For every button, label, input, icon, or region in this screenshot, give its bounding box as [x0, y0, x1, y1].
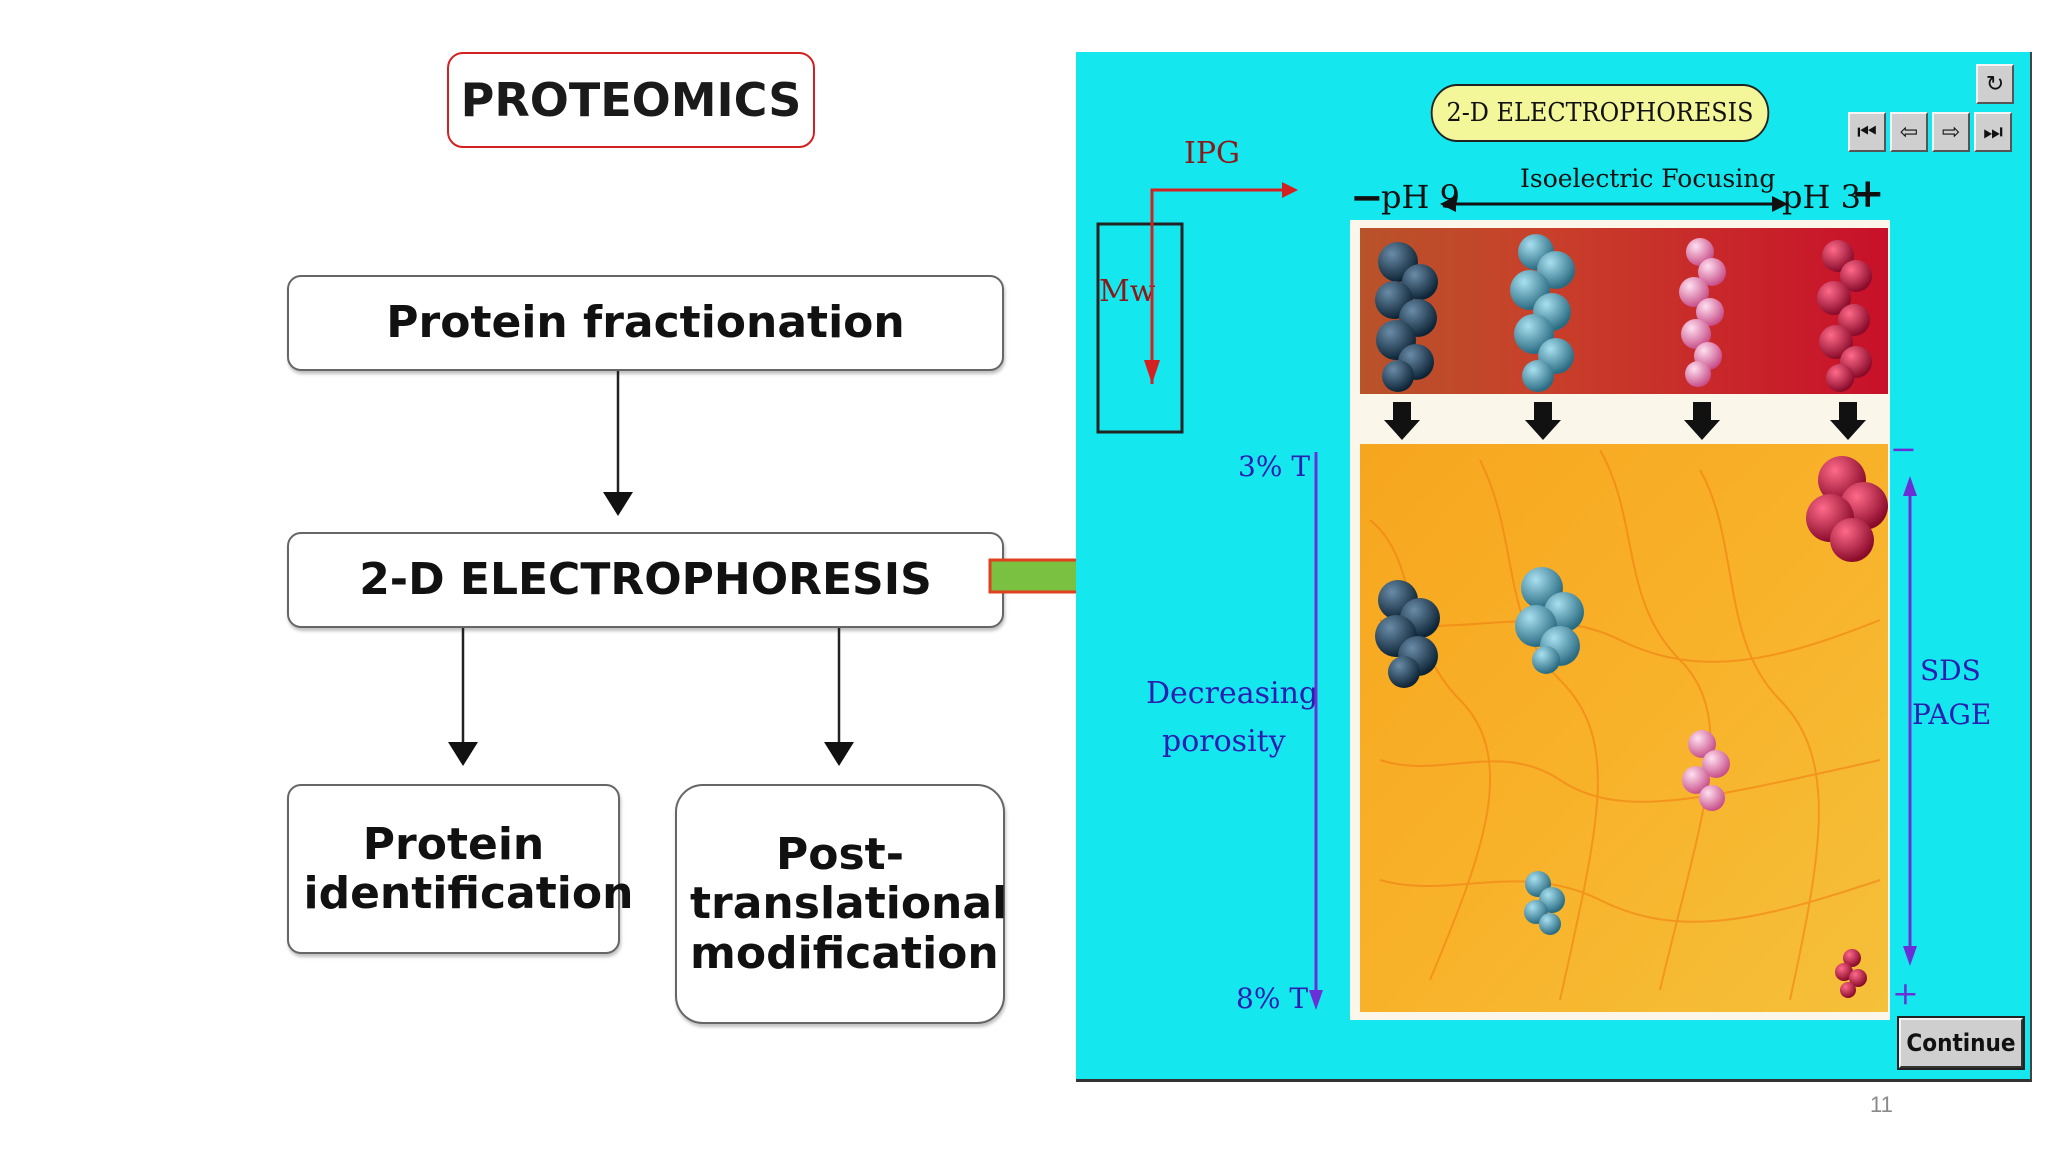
prev-icon: ⇦	[1899, 119, 1919, 145]
gel-spot-teal	[1515, 567, 1584, 674]
isoelectric-focusing-label: Isoelectric Focusing	[1520, 164, 1776, 193]
first-button[interactable]: ⏮	[1848, 112, 1886, 152]
transfer-arrows	[1384, 402, 1866, 440]
porosity-label-line2: porosity	[1162, 724, 1286, 759]
post-translational-modification-box: Post-translational modification	[675, 784, 1008, 1024]
arrowhead-2-3	[448, 742, 478, 766]
focusing-arrow-right	[1772, 196, 1788, 212]
ph-minus-sign: −	[1350, 174, 1384, 221]
gel-texture	[1369, 449, 1881, 1001]
refresh-icon: ↻	[1985, 71, 2005, 97]
protein-identification-box: Protein identification	[287, 784, 634, 954]
ipg-arrowhead	[1282, 182, 1298, 198]
continue-button[interactable]: Continue	[1897, 1016, 2025, 1070]
first-icon: ⏮	[1857, 119, 1877, 145]
continue-label: Continue	[1906, 1029, 2016, 1057]
gel-plus-sign: +	[1892, 974, 1919, 1012]
ph-plus-sign: +	[1851, 170, 1885, 217]
gel-spot-dark	[1375, 580, 1440, 688]
post-translational-modification-label: Post-translational modification	[690, 829, 1008, 979]
mw-label: Mw	[1099, 274, 1156, 309]
t8-label: 8% T	[1236, 982, 1308, 1015]
electrophoresis-label: 2-D ELECTROPHORESIS	[359, 554, 932, 606]
prev-button[interactable]: ⇦	[1890, 112, 1928, 152]
t3-label: 3% T	[1238, 450, 1310, 483]
protein-fractionation-label: Protein fractionation	[386, 297, 905, 349]
arrowhead-1-2	[603, 492, 633, 516]
slide-page-number: 11	[1870, 1092, 1893, 1117]
sds-arrowhead-bottom	[1903, 946, 1917, 966]
gel-spot-teal-small	[1524, 871, 1565, 935]
mw-box	[1096, 222, 1184, 434]
gel-spot-red-small	[1835, 949, 1867, 998]
sds-label: SDS	[1920, 654, 1981, 687]
ief-strip	[1360, 228, 1888, 394]
ipg-label: IPG	[1184, 136, 1241, 171]
gel-spot-pink	[1682, 730, 1730, 811]
page-label: PAGE	[1912, 698, 1992, 731]
mw-arrowhead	[1144, 360, 1160, 384]
porosity-label-line1: Decreasing	[1146, 676, 1319, 711]
ph3-label: pH 3	[1782, 178, 1861, 216]
next-icon: ⇨	[1941, 119, 1961, 145]
strip-protein-dark	[1375, 242, 1438, 392]
proteomics-title: PROTEOMICS	[460, 73, 802, 127]
sds-arrowhead-top	[1903, 476, 1917, 496]
panel-heading-pill: 2-D ELECTROPHORESIS	[1430, 84, 1770, 142]
porosity-arrowhead	[1309, 990, 1323, 1010]
ipg-axis-line	[1150, 188, 1282, 384]
panel-heading: 2-D ELECTROPHORESIS	[1446, 98, 1754, 128]
next-button[interactable]: ⇨	[1932, 112, 1970, 152]
strip-protein-red	[1817, 240, 1872, 392]
last-icon: ⏭	[1983, 119, 2003, 145]
electrophoresis-box: 2-D ELECTROPHORESIS	[287, 532, 1004, 628]
focusing-arrow-left	[1440, 196, 1456, 212]
protein-identification-label: Protein identification	[303, 818, 634, 919]
gel-minus-sign: −	[1890, 430, 1917, 468]
strip-protein-pink	[1679, 238, 1726, 387]
strip-protein-teal	[1510, 234, 1575, 392]
refresh-button[interactable]: ↻	[1976, 64, 2014, 104]
protein-fractionation-box: Protein fractionation	[287, 275, 1004, 371]
proteomics-title-box: PROTEOMICS	[447, 52, 815, 148]
last-button[interactable]: ⏭	[1974, 112, 2012, 152]
arrowhead-2-4	[824, 742, 854, 766]
ph9-label: pH 9	[1381, 178, 1460, 216]
gel-spot-red-large	[1806, 456, 1888, 562]
